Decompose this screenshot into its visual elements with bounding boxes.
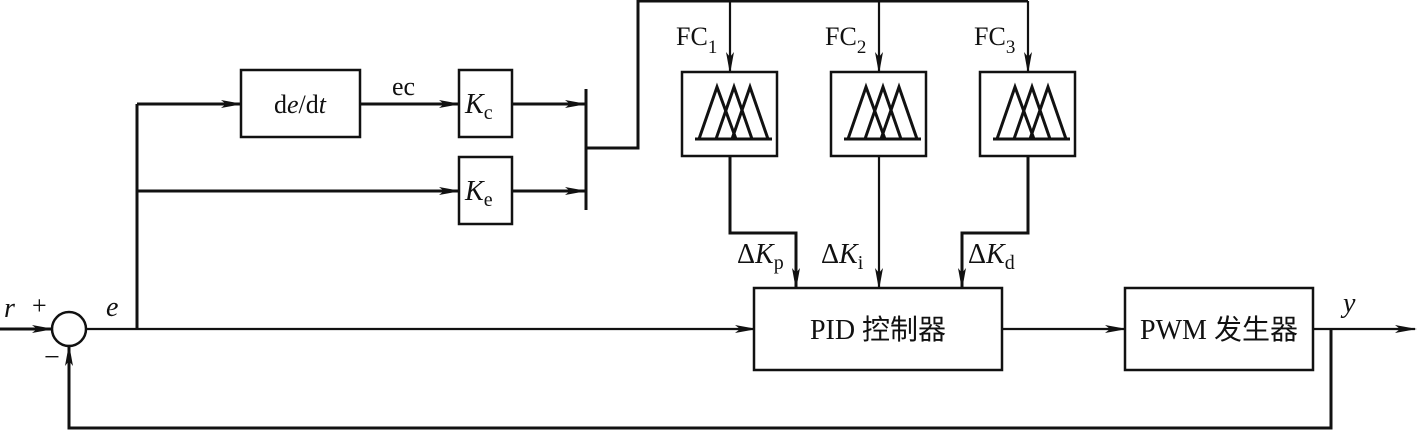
feedback-line bbox=[65, 329, 1333, 430]
fc1-output bbox=[728, 156, 800, 290]
fc2-label: FC2 bbox=[825, 22, 866, 58]
pid-label: PID 控制器 bbox=[810, 314, 946, 346]
derivative-label: de/dt bbox=[274, 90, 327, 119]
membership-function-icon bbox=[844, 82, 921, 141]
pwm-label: PWM 发生器 bbox=[1140, 314, 1298, 346]
fc3-block bbox=[978, 70, 1077, 158]
kc-label: Kc bbox=[464, 89, 493, 124]
output-label: y bbox=[1340, 288, 1356, 319]
membership-function-icon bbox=[695, 82, 772, 141]
plus-sign: + bbox=[32, 291, 47, 320]
fc3-label: FC3 bbox=[974, 22, 1015, 58]
minus-sign: − bbox=[44, 342, 60, 373]
membership-function-icon bbox=[993, 82, 1070, 141]
reference-label: r bbox=[4, 293, 15, 324]
error-label: e bbox=[106, 292, 118, 323]
fc1-label: FC1 bbox=[676, 22, 717, 58]
delta-ki-label: ΔKi bbox=[821, 239, 864, 274]
delta-kp-label: ΔKp bbox=[737, 239, 784, 274]
fc2-block bbox=[829, 70, 928, 158]
fc3-output bbox=[958, 156, 1030, 290]
ke-label: Ke bbox=[464, 176, 493, 211]
pwm-generator-block bbox=[1123, 286, 1315, 372]
fc1-block bbox=[680, 70, 779, 158]
mux-to-bus bbox=[586, 0, 1028, 150]
summing-junction bbox=[50, 310, 88, 348]
delta-kd-label: ΔKd bbox=[968, 239, 1015, 274]
ec-label: ec bbox=[392, 72, 415, 101]
